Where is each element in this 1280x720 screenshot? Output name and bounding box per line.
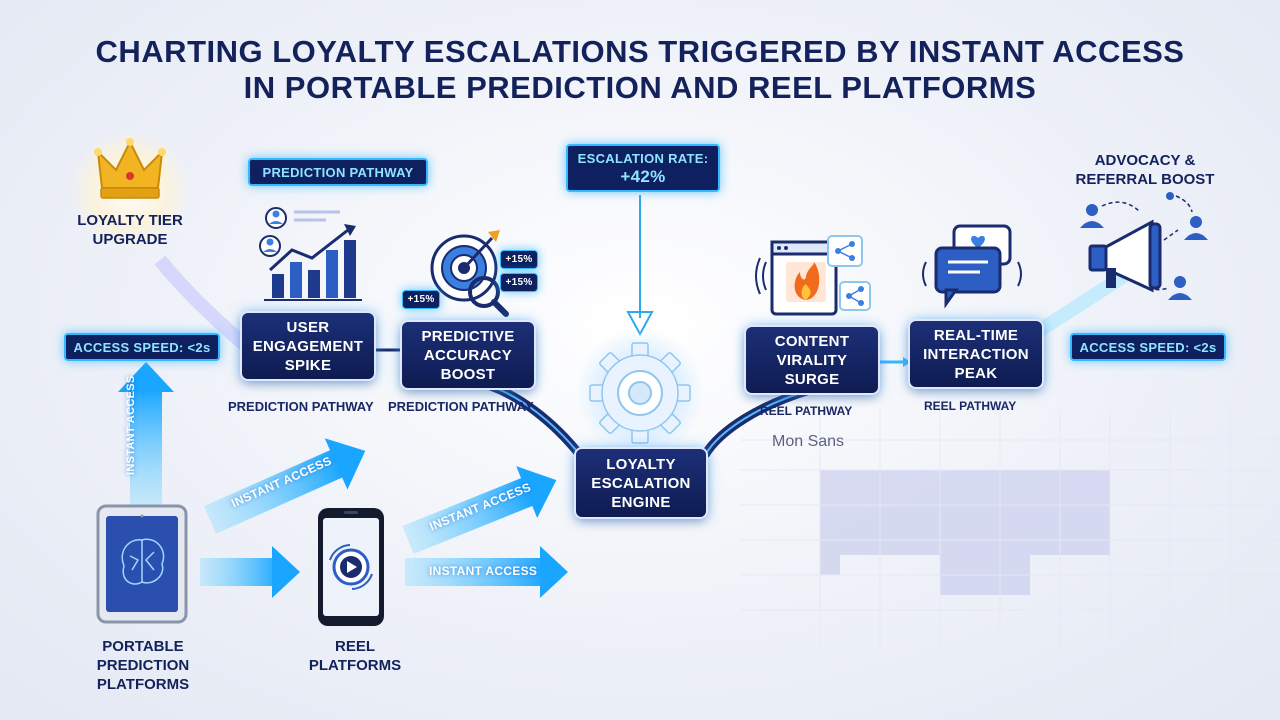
node-predictive-accuracy-boost: PREDICTIVE ACCURACY BOOST <box>402 322 534 388</box>
escalation-rate-label: ESCALATION RATE: <box>577 151 709 166</box>
network-dashed-links <box>1101 195 1193 291</box>
access-speed-left: ACCESS SPEED: <2s <box>64 333 220 361</box>
chat-bubbles-icon <box>922 224 1022 309</box>
people-network-icon <box>1080 192 1208 300</box>
instant-access-arrow-horizontal-2 <box>405 546 568 598</box>
glow-path-crown <box>154 255 250 351</box>
title-line-2: IN PORTABLE PREDICTION AND REEL PLATFORM… <box>243 70 1037 105</box>
play-icon <box>329 544 373 590</box>
title-line-1: CHARTING LOYALTY ESCALATIONS TRIGGERED B… <box>95 34 1185 69</box>
instant-access-arrow-diag-1 <box>203 438 366 534</box>
pathway-curve-left <box>469 375 584 458</box>
background-tile-grid <box>820 470 1110 595</box>
instant-access-arrow-vertical <box>118 362 174 505</box>
node-loyalty-escalation-engine: LOYALTY ESCALATION ENGINE <box>576 449 706 517</box>
target-icon <box>430 230 509 317</box>
crown-icon <box>94 138 166 199</box>
instant-access-arrow-horizontal-1 <box>200 546 300 598</box>
instant-access-arrow-diag-2 <box>402 466 557 554</box>
prediction-pathway-tag: PREDICTION PATHWAY <box>248 158 428 186</box>
target-badge-left: +15% <box>402 290 440 309</box>
caption-accuracy: PREDICTION PATHWAY <box>388 399 534 414</box>
instant-access-label-vertical: INSTANT ACCESS <box>125 375 137 475</box>
brain-icon <box>121 538 165 585</box>
escalation-rate-value: +42% <box>620 167 666 186</box>
source-reel-platforms: REEL PLATFORMS <box>308 638 402 674</box>
megaphone-icon <box>1088 219 1162 293</box>
outcome-loyalty-tier-upgrade: LOYALTY TIER UPGRADE <box>77 212 183 248</box>
caption-virality: REEL PATHWAY <box>760 404 853 418</box>
instant-access-label-horizontal: INSTANT ACCESS <box>429 564 538 578</box>
content-virality-icon <box>755 235 871 316</box>
engagement-chart-icon <box>259 207 362 301</box>
access-speed-right: ACCESS SPEED: <2s <box>1070 333 1226 361</box>
background-grid-lines <box>740 410 1280 650</box>
target-badge-right: +15% <box>500 273 538 292</box>
node-real-time-interaction-peak: REAL-TIME INTERACTION PEAK <box>910 321 1042 387</box>
gear-icon <box>589 342 691 444</box>
node-content-virality-surge: CONTENT VIRALITY SURGE <box>746 327 878 393</box>
escalation-arrow-head <box>626 311 654 337</box>
caption-font-artifact: Mon Sans <box>772 433 845 450</box>
escalation-rate-callout: ESCALATION RATE: +42% <box>566 144 720 192</box>
source-portable-prediction-platforms: PORTABLE PREDICTION PLATFORMS <box>96 638 190 693</box>
outcome-advocacy-referral-boost: ADVOCACY & REFERRAL BOOST <box>1075 152 1215 188</box>
caption-interaction: REEL PATHWAY <box>924 399 1017 413</box>
node-user-engagement-spike: USER ENGAGEMENT SPIKE <box>242 313 374 379</box>
caption-engagement: PREDICTION PATHWAY <box>228 399 374 414</box>
target-badge-top: +15% <box>500 250 538 269</box>
